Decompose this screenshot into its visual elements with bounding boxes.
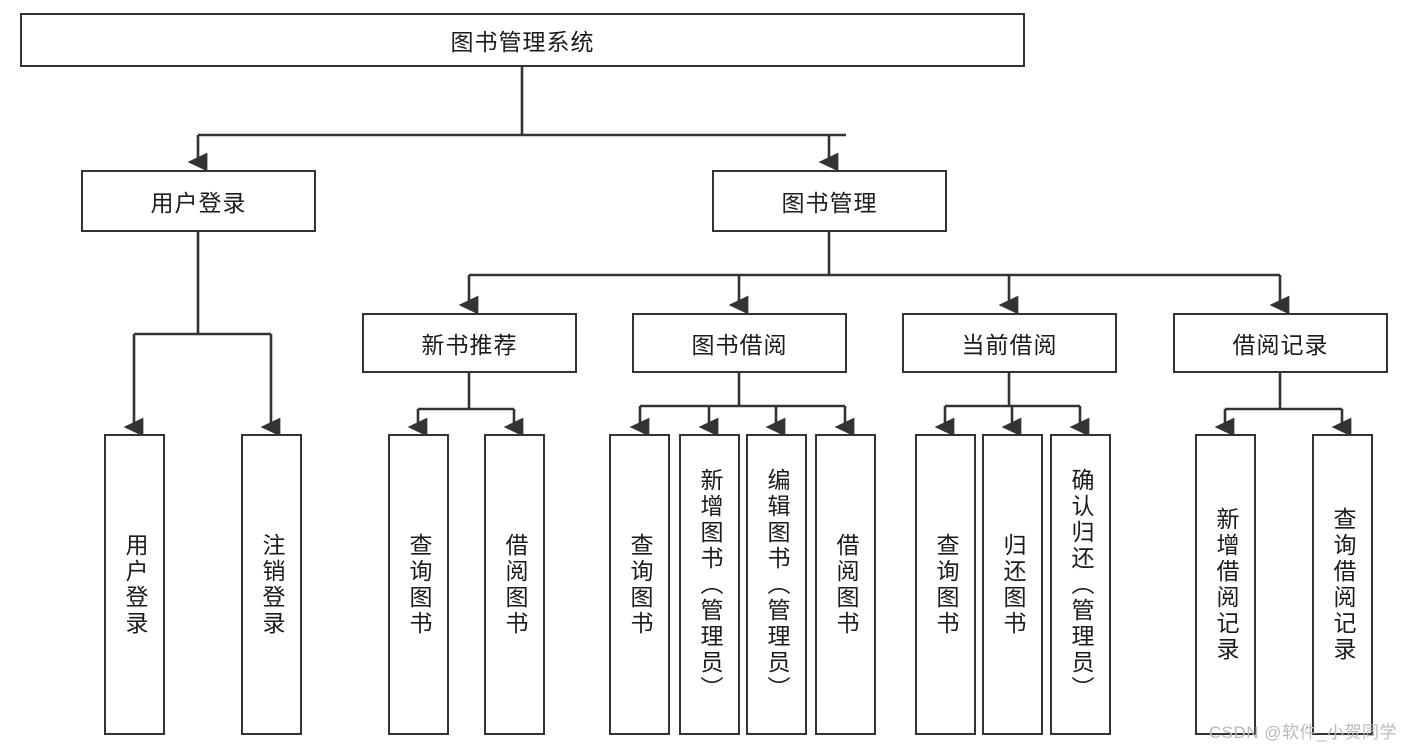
node-label: 当前借阅: [961, 332, 1058, 358]
node-label: 归还图书: [1000, 532, 1026, 637]
node-leaf-add-borrow-record[interactable]: 新增借阅记录: [1195, 434, 1256, 735]
node-leaf-user-login[interactable]: 用户登录: [104, 434, 165, 735]
node-leaf-query-book-recommend[interactable]: 查询图书: [388, 434, 449, 735]
node-new-book-recommend[interactable]: 新书推荐: [362, 313, 577, 373]
node-label: 用户登录: [122, 532, 148, 637]
watermark-text: CSDN @软件_小贺同学: [1208, 723, 1397, 742]
node-leaf-borrow-book[interactable]: 借阅图书: [815, 434, 876, 735]
node-label: 图书管理: [781, 190, 878, 216]
node-leaf-query-book-current[interactable]: 查询图书: [915, 434, 976, 735]
node-leaf-edit-book-admin[interactable]: 编辑图书（管理员）: [746, 434, 807, 735]
node-label: 借阅图书: [502, 532, 528, 637]
node-borrow-record[interactable]: 借阅记录: [1173, 313, 1388, 373]
node-label: 用户登录: [150, 190, 247, 216]
node-book-management[interactable]: 图书管理: [712, 170, 947, 232]
node-leaf-query-book-borrow[interactable]: 查询图书: [609, 434, 670, 735]
node-leaf-add-book-admin[interactable]: 新增图书（管理员）: [679, 434, 740, 735]
node-label: 查询图书: [406, 532, 432, 637]
node-label: 图书管理系统: [450, 29, 595, 55]
node-label: 查询图书: [627, 532, 653, 637]
node-label: 查询借阅记录: [1330, 506, 1356, 663]
node-leaf-confirm-return-admin[interactable]: 确认归还（管理员）: [1050, 434, 1111, 735]
node-label: 借阅记录: [1232, 332, 1329, 358]
node-label: 注销登录: [259, 532, 285, 637]
node-label: 图书借阅: [691, 332, 788, 358]
node-label: 新增图书（管理员）: [697, 467, 723, 702]
node-book-borrow[interactable]: 图书借阅: [632, 313, 847, 373]
node-label: 新增借阅记录: [1213, 506, 1239, 663]
node-label: 新书推荐: [421, 332, 518, 358]
node-user-login[interactable]: 用户登录: [81, 170, 316, 232]
node-leaf-return-book[interactable]: 归还图书: [982, 434, 1043, 735]
node-leaf-user-logout[interactable]: 注销登录: [241, 434, 302, 735]
node-label: 编辑图书（管理员）: [764, 467, 790, 702]
node-root-system[interactable]: 图书管理系统: [20, 13, 1025, 67]
node-current-borrow[interactable]: 当前借阅: [902, 313, 1117, 373]
node-label: 查询图书: [933, 532, 959, 637]
node-leaf-borrow-book-recommend[interactable]: 借阅图书: [484, 434, 545, 735]
node-label: 借阅图书: [833, 532, 859, 637]
node-label: 确认归还（管理员）: [1068, 467, 1094, 702]
node-leaf-query-borrow-record[interactable]: 查询借阅记录: [1312, 434, 1373, 735]
